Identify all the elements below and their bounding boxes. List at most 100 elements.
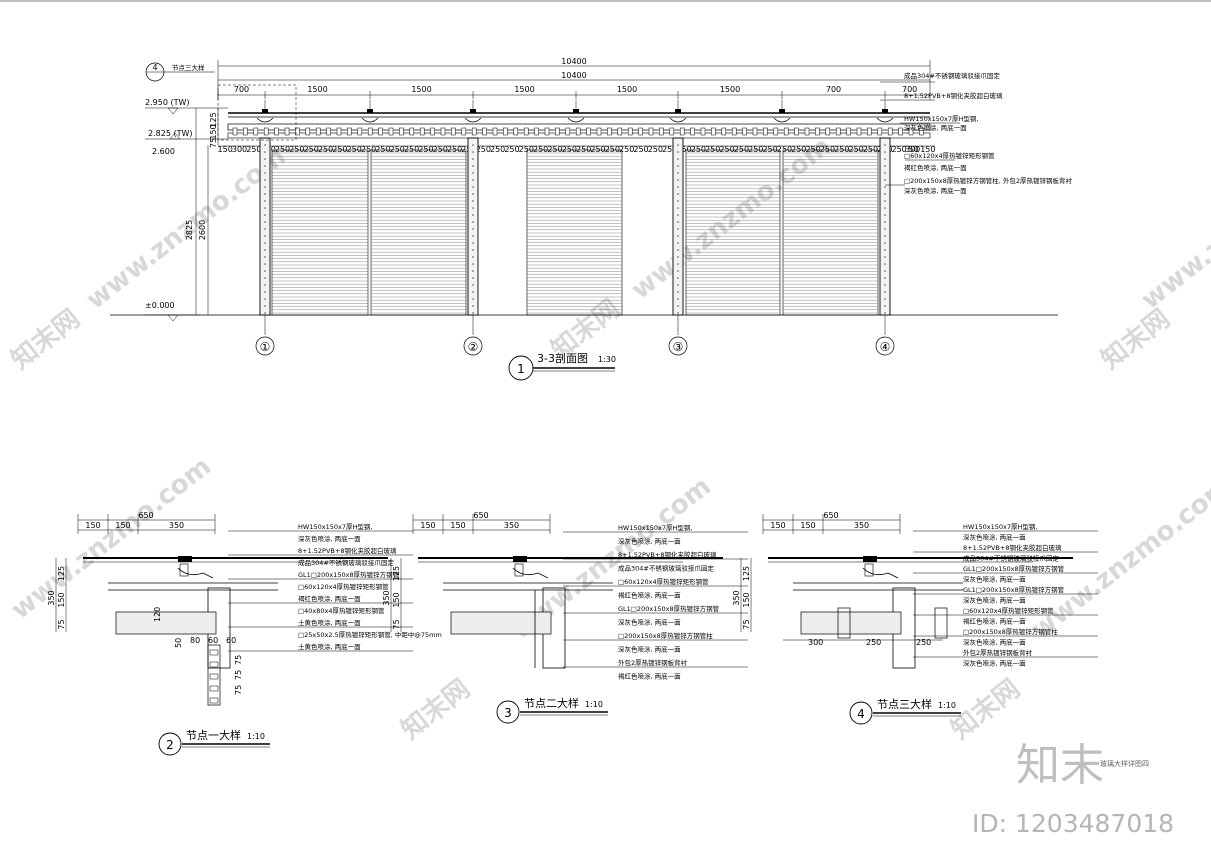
column-hatch — [472, 242, 474, 244]
small-dim: 250 — [734, 145, 749, 154]
detail-dim: 150 — [800, 521, 815, 530]
purlin — [617, 127, 623, 136]
purlin — [523, 127, 529, 136]
small-dim: 250 — [390, 145, 405, 154]
clamp-head — [513, 556, 527, 562]
purlin — [752, 127, 758, 136]
vert-dim: 75 — [209, 138, 218, 148]
side-member — [837, 607, 851, 639]
callout-label: 节点三大样 — [172, 63, 205, 72]
section-title: 1 3-3剖面图 1:30 — [508, 351, 616, 381]
column-hatch — [677, 277, 679, 279]
small-dim: 250 — [490, 145, 505, 154]
purlin — [648, 127, 654, 136]
column-hatch — [677, 193, 679, 195]
purlin — [534, 127, 539, 136]
column-hatch — [264, 256, 266, 258]
detail-vdim: 75 — [392, 619, 401, 629]
title-text: 3-3剖面图 — [537, 351, 588, 365]
vert-dim: 125 — [209, 112, 218, 127]
glass-clamps — [256, 100, 894, 123]
column-hatch — [264, 200, 266, 202]
purlin — [305, 127, 311, 136]
title-scale: 1:30 — [598, 355, 616, 364]
purlin — [347, 127, 352, 136]
base-block — [115, 611, 217, 635]
column-hatch — [884, 193, 886, 195]
column-hatch — [884, 144, 886, 146]
clamp-head — [262, 109, 268, 113]
small-dim: 250 — [719, 145, 734, 154]
detail-note: 褐红色喷涂, 两底一面 — [618, 672, 681, 681]
small-dim: 250 — [590, 145, 605, 154]
column-hatch — [677, 256, 679, 258]
small-dim: 250 — [676, 145, 691, 154]
steel-column — [467, 137, 479, 316]
detail-vdim: 75 — [234, 685, 243, 695]
title-circle — [496, 700, 520, 724]
clamp-head — [779, 109, 785, 113]
small-dim: 250 — [777, 145, 792, 154]
axis-label: ③ — [673, 340, 684, 354]
section-note: HW150x150x7厚H型钢, — [904, 114, 978, 123]
detail-dim: 150 — [85, 521, 100, 530]
detail-note: 土黄色喷涂, 两底一面 — [298, 642, 361, 651]
section-note: 深灰色喷涂, 两底一面 — [904, 123, 967, 132]
vert-dim: 2600 — [198, 220, 207, 240]
purlin — [835, 127, 841, 136]
column-hatch — [884, 221, 886, 223]
small-dim: 250 — [834, 145, 849, 154]
column-hatch — [884, 242, 886, 244]
purlin — [659, 127, 664, 136]
detail-dim: 80 — [190, 636, 200, 645]
column-hatch — [677, 186, 679, 188]
detail-vdim: 350 — [732, 590, 741, 605]
title-circle — [849, 701, 873, 725]
purlin — [399, 127, 404, 136]
purlin — [846, 127, 851, 136]
purlin — [315, 127, 321, 136]
column-hatch — [884, 165, 886, 167]
column-hatch — [264, 228, 266, 230]
detail-number: 4 — [857, 707, 865, 721]
column-hatch — [264, 193, 266, 195]
dim-total: 10400 — [561, 71, 586, 80]
small-dim: 250 — [848, 145, 863, 154]
purlin — [690, 127, 695, 136]
detail-dim: 150 — [450, 521, 465, 530]
detail-note: 深灰色喷涂, 两底一面 — [618, 618, 681, 627]
column-hatch — [264, 144, 266, 146]
column-hatch — [884, 151, 886, 153]
span-dim: 1500 — [307, 85, 327, 94]
column-hatch — [472, 291, 474, 293]
purlin — [461, 127, 467, 136]
detail-note: 8+1.52PVB+8钢化夹胶超白玻璃 — [298, 546, 397, 555]
small-dim: 250 — [805, 145, 820, 154]
detail-dim: 150 — [115, 521, 130, 530]
section-note: □200x150x8厚热镀锌方钢管柱, 外包2厚热镀锌钢板背衬 — [904, 176, 1073, 185]
small-dim: 250 — [347, 145, 362, 154]
column-hatch — [472, 228, 474, 230]
small-dim: 250 — [633, 145, 648, 154]
title-number: 1 — [517, 362, 525, 376]
detail-dim: 350 — [169, 521, 184, 530]
column-hatch — [884, 158, 886, 160]
small-dim: 250 — [662, 145, 677, 154]
detail-note: GL1□200x150x8厚热镀锌方钢管 — [963, 564, 1065, 573]
slat — [209, 673, 219, 680]
purlin — [482, 127, 487, 136]
small-dim: 250 — [748, 145, 763, 154]
column-hatch — [264, 235, 266, 237]
column-hatch — [677, 151, 679, 153]
purlin — [804, 127, 810, 136]
purlin — [253, 127, 259, 136]
purlin — [773, 127, 779, 136]
slat — [209, 661, 219, 668]
column-hatch — [677, 179, 679, 181]
column-hatch — [677, 235, 679, 237]
detail-note: HW150x150x7厚H型钢, — [298, 522, 372, 531]
detail-dim: 650 — [138, 511, 153, 520]
detail-dim: 60 — [208, 636, 218, 645]
column-hatch — [472, 172, 474, 174]
